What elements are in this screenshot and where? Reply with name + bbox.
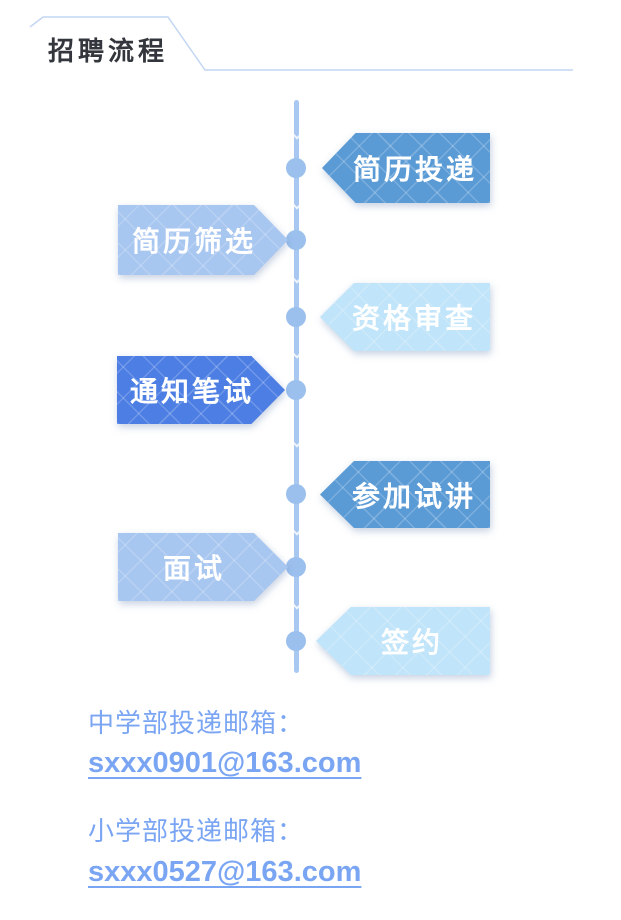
timeline-flow-chevron-icon [290,347,303,359]
process-step-label: 简历投递 [322,133,490,203]
timeline-node-dot [286,380,306,400]
timeline-node-dot [286,230,306,250]
middle-school-email-link[interactable]: sxxx0901@163.com [88,747,362,779]
timeline-node-dot [286,557,306,577]
process-step: 资格审查 [320,283,490,351]
middle-school-email-label: 中学部投递邮箱： [88,708,305,738]
timeline-node-dot [286,158,306,178]
header-decorative-line [29,16,573,71]
process-step: 参加试讲 [320,461,490,528]
process-step: 简历投递 [322,133,490,203]
process-step: 通知笔试 [117,356,267,424]
process-step-label: 简历筛选 [118,205,288,275]
timeline-node-dot [286,631,306,651]
timeline-flow-chevron-icon [290,128,303,140]
timeline-flow-chevron-icon [290,524,303,536]
process-step-label: 面试 [118,533,288,601]
process-step: 面试 [118,533,270,601]
timeline-node-dot [286,484,306,504]
timeline-flow-chevron-icon [290,198,303,210]
timeline-node-dot [286,307,306,327]
primary-school-email-link[interactable]: sxxx0527@163.com [88,856,362,888]
page-title: 招聘流程 [48,36,169,66]
process-step-label: 通知笔试 [117,356,285,424]
timeline-flow-chevron-icon [290,272,303,284]
primary-school-email-label: 小学部投递邮箱： [88,816,305,846]
process-step: 签约 [316,607,490,675]
timeline-flow-chevron-icon [290,436,303,448]
timeline-flow-chevron-icon [290,598,303,610]
process-step-label: 签约 [316,607,490,675]
process-step: 简历筛选 [118,205,270,275]
process-step-label: 资格审查 [320,283,490,351]
process-step-label: 参加试讲 [320,461,490,528]
